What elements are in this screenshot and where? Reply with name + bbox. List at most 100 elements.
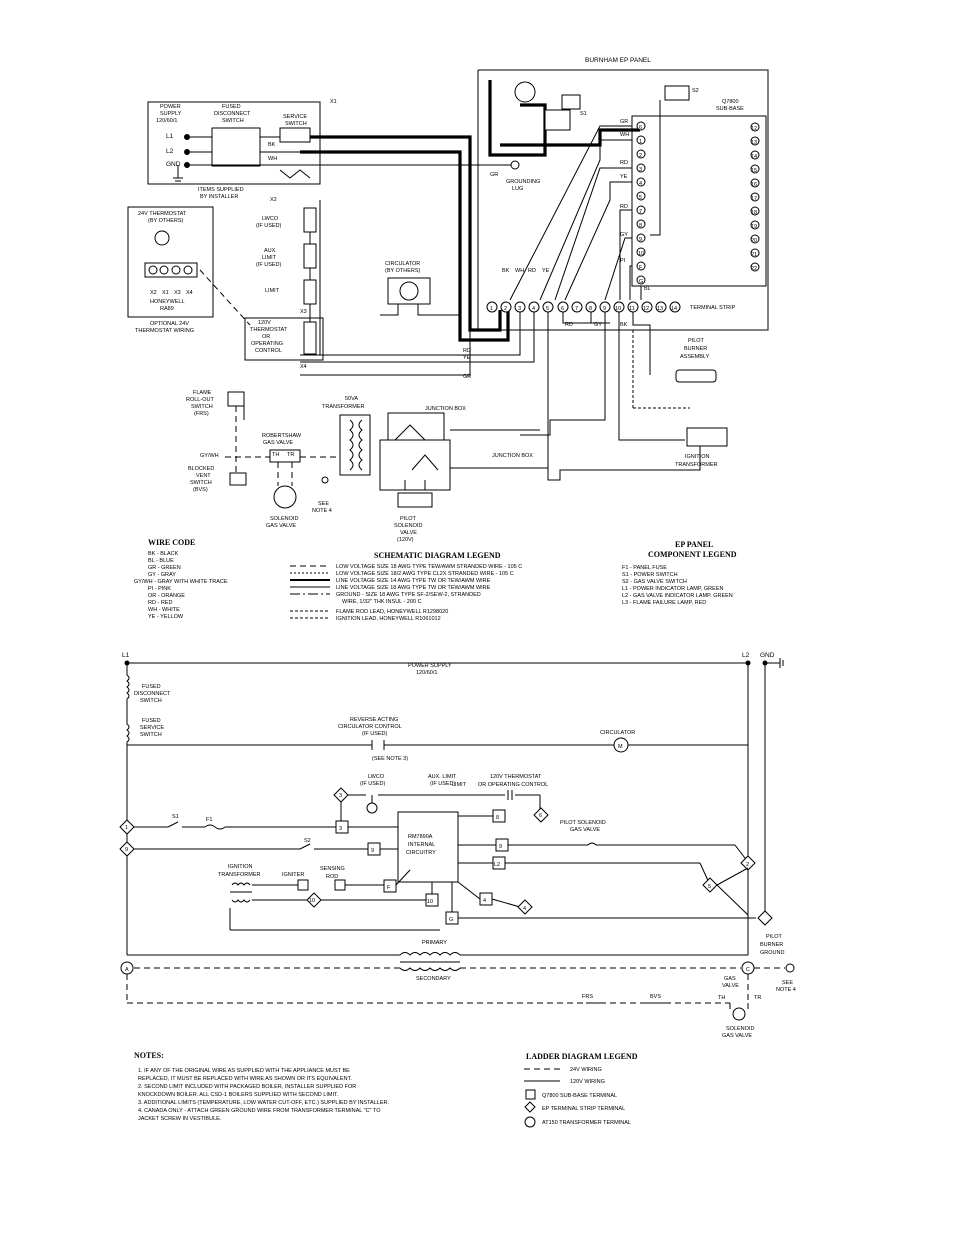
ladder-legend-title: LADDER DIAGRAM LEGEND (526, 1052, 638, 1061)
fused-disconnect-label-2: DISCONNECT (214, 111, 251, 117)
transformer-label-1: 50VA (345, 396, 358, 402)
wire-tag-rd-b: RD (463, 348, 471, 354)
rm7890a-label-1: RM7890A (408, 834, 433, 840)
ladder-legend-row: 120V WIRING (570, 1079, 605, 1085)
schematic-legend-row: GROUND - SIZE 18 AWG TYPE SF-2/SEW-2, ST… (336, 592, 481, 598)
installer-items-box (147, 101, 321, 185)
schematic-legend: SCHEMATIC DIAGRAM LEGEND LOW VOLTAGE SIZ… (290, 551, 522, 622)
x4-label: X4 (300, 364, 307, 370)
ladder-lwco-2: (IF USED) (360, 781, 386, 787)
thermostat-icon (154, 230, 170, 246)
pilot-burner-ground-2: BURNER (760, 942, 783, 948)
notes-title: NOTES: (134, 1051, 164, 1060)
lwco-probe-icon (366, 802, 378, 814)
pilot-burner-icon (675, 369, 717, 383)
square-g-label: G (449, 917, 453, 923)
see-note-4-ground-ladder (785, 963, 795, 973)
schematic-legend-row: LOW VOLTAGE SIZE 18 AWG TYPE TEW/AWM STR… (336, 564, 522, 570)
thermostat-24v-box (127, 206, 214, 318)
q7800-t15: 15 (751, 168, 757, 174)
thermostat-model-2: RA89 (160, 306, 174, 312)
pilot-solenoid-label-3: VALVE (400, 530, 417, 536)
strip-t8: 8 (589, 306, 592, 312)
power-supply-label-2: SUPPLY (160, 111, 182, 117)
strip-t11: 11 (629, 306, 635, 312)
rm7890a-label-2: INTERNAL (408, 842, 435, 848)
ladder-solenoid-2: GAS VALVE (722, 1033, 752, 1039)
thermostat-model-1: HONEYWELL (150, 299, 185, 305)
ladder-gnd: GND (760, 652, 775, 659)
reverse-acting-3: (IF USED) (362, 731, 388, 737)
pilot-burner-label-2: BURNER (684, 346, 707, 352)
lwco-label-2: (IF USED) (256, 223, 282, 229)
bvs-label-3: SWITCH (190, 480, 212, 486)
pilot-burner-label-1: PILOT (688, 338, 705, 344)
wire-tag-gr: GR (490, 172, 498, 178)
ladder-pilot-solenoid-2: GAS VALVE (570, 827, 600, 833)
solenoid-label-1: SOLENOID (270, 516, 298, 522)
ladder-ign-transformer-2: TRANSFORMER (218, 872, 261, 878)
l1-label: L1 (166, 133, 174, 140)
t120-label-1: 120V (258, 320, 271, 326)
rm7890a-label-3: CIRCUITRY (406, 850, 436, 856)
rm7890a-box (397, 811, 459, 883)
ladder-secondary: SECONDARY (416, 976, 451, 982)
strip-t5: 5 (546, 306, 549, 312)
q7800-t14: 14 (751, 154, 757, 160)
thermostat-120v-icon (303, 321, 317, 355)
lwco-label-1: LWCO (262, 216, 279, 222)
ladder-aux-limit-2: (IF USED) (430, 781, 456, 787)
pilot-burner-label-3: ASSEMBLY (680, 354, 710, 360)
robertshaw-label-2: GAS VALVE (263, 440, 293, 446)
diamond-3-label: 3 (339, 793, 342, 799)
tstat-x2: X2 (150, 290, 157, 296)
gnd-label: GND (166, 161, 181, 168)
wire-code-row: OR - ORANGE (148, 593, 185, 599)
diamond-node-1 (119, 819, 135, 835)
ladder-l2: L2 (742, 652, 750, 659)
wire-code-row: PI - PINK (148, 586, 171, 592)
ladder-igniter: IGNITER (282, 872, 304, 878)
wire-tag-rd2-q: RD (620, 204, 628, 210)
q7800-t1: 1 (639, 139, 642, 145)
ignition-transformer-label-2: TRANSFORMER (675, 462, 718, 468)
wire-code-row: GY/WH - GRAY WITH WHITE TRACE (134, 579, 228, 585)
installer-label-1: ITEMS SUPPLIED (198, 187, 244, 193)
strip-t1: 1 (490, 306, 493, 312)
ladder-fused-disconnect-3: SWITCH (140, 698, 162, 704)
optional-24v-1: OPTIONAL 24V (150, 321, 189, 327)
limit-label: LIMIT (265, 288, 280, 294)
see-note-3: (SEE NOTE 3) (372, 756, 408, 762)
t120-label-2: THERMOSTAT (250, 327, 288, 333)
valve-tr-tag: TR (287, 452, 294, 458)
legend-square-icon (525, 1089, 536, 1100)
ep-legend-title-1: EP PANEL (675, 540, 713, 549)
schematic-legend-row: FLAME ROD LEAD, HONEYWELL R1298020 (336, 609, 448, 615)
ladder-fused-switches (126, 663, 130, 758)
q7800-t10: 10 (638, 251, 644, 257)
igniter-icon (297, 879, 309, 891)
strip-t12: 12 (643, 306, 649, 312)
schematic-legend-row: LINE VOLTAGE SIZE 14 AWG TYPE TW OR TEW/… (336, 578, 491, 584)
solenoid-gas-valve-icon (273, 485, 297, 509)
power-supply-label-1: POWER (160, 104, 181, 110)
wire-code-row: YE - YELLOW (148, 614, 184, 620)
diamond-node-9 (119, 841, 135, 857)
service-switch-label-2: SWITCH (285, 121, 307, 127)
wire-tag-ye-s: YE (542, 268, 550, 274)
wire-code-row: BL - BLUE (148, 558, 174, 564)
ladder-thermostat-1: 120V THERMOSTAT (490, 774, 542, 780)
junction-box-1-label: JUNCTION BOX (425, 406, 466, 412)
note-line: KNOCKDOWN BOILER. ALL CSD-1 BOILERS SUPP… (138, 1092, 339, 1098)
square-10-label: 10 (427, 899, 433, 905)
wire-tag-bk-s: BK (502, 268, 510, 274)
ep-legend-row: L3 - FLAME FAILURE LAMP, RED (622, 600, 706, 606)
aux-limit-label-3: (IF USED) (256, 262, 282, 268)
l2-neutral-wire (300, 150, 510, 342)
schematic-legend-row: WIRE, 1/32" THK INSUL - 200 C (342, 599, 422, 605)
ep-panel-title: BURNHAM EP PANEL (585, 57, 651, 64)
reverse-acting-2: CIRCULATOR CONTROL (338, 724, 402, 730)
wire-tag-gy-c: GY (594, 322, 602, 328)
ep-legend-row: S1 - POWER SWITCH (622, 572, 678, 578)
